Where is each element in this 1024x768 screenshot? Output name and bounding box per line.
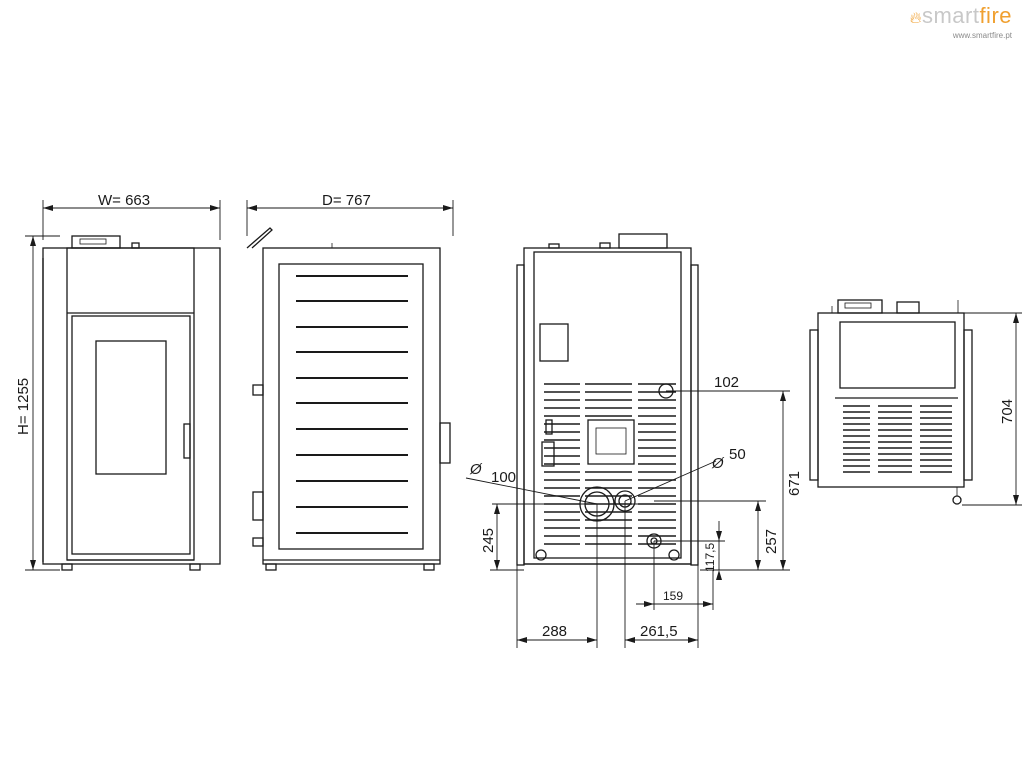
dim-261-5-label: 261,5 (640, 623, 678, 640)
dim-704-label: 704 (999, 399, 1016, 424)
top-hopper-lid (839, 321, 956, 389)
rear-vents (544, 383, 676, 545)
door-handle (183, 423, 191, 459)
phi-100-label: 100 (491, 469, 516, 486)
height-dimension: H= 1255 (15, 235, 60, 571)
width-label: W= 663 (98, 192, 150, 209)
dim-245-label: 245 (480, 528, 497, 553)
motor-assembly (587, 419, 635, 465)
rear-view (516, 233, 699, 566)
dim-257-label: 257 (763, 529, 780, 554)
dim-288-label: 288 (542, 623, 567, 640)
front-glass (95, 340, 167, 475)
top-vents (843, 405, 952, 473)
phi-50-label: 50 (729, 446, 746, 463)
dim-117-5-label: 117,5 (703, 543, 717, 572)
dim-102-label: 102 (714, 374, 739, 391)
brand-name-part1: smart (921, 3, 980, 28)
rear-control-box (618, 233, 668, 249)
side-handle (439, 422, 451, 464)
dim-671-label: 671 (786, 471, 803, 496)
brand-logo: 🔥︎smartfire www.smartfire.pt (910, 4, 1012, 41)
top-view (809, 299, 973, 505)
brand-url: www.smartfire.pt (952, 31, 1012, 40)
flame-icon: 🔥︎ (909, 10, 922, 27)
dim-159-label: 159 (663, 589, 683, 603)
brand-name-part2: fire (979, 3, 1012, 28)
side-panel (278, 263, 424, 550)
phi-50-symbol: Ø (711, 455, 725, 472)
front-view (42, 235, 221, 571)
brand-wordmark: 🔥︎smartfire (910, 4, 1012, 31)
phi-100-symbol: Ø (469, 461, 483, 478)
height-label: H= 1255 (15, 378, 32, 435)
top-depth-dimension: 704 (962, 312, 1022, 506)
depth-dimension: D= 767 (246, 192, 454, 236)
depth-label: D= 767 (322, 192, 371, 209)
side-view (246, 227, 451, 571)
front-door (71, 315, 191, 555)
control-panel (71, 235, 121, 249)
rear-dimensions: 102 671 Ø 100 Ø 50 245 257 117,5 (465, 374, 803, 648)
rear-label-plate (539, 323, 569, 362)
width-dimension: W= 663 (42, 192, 221, 240)
